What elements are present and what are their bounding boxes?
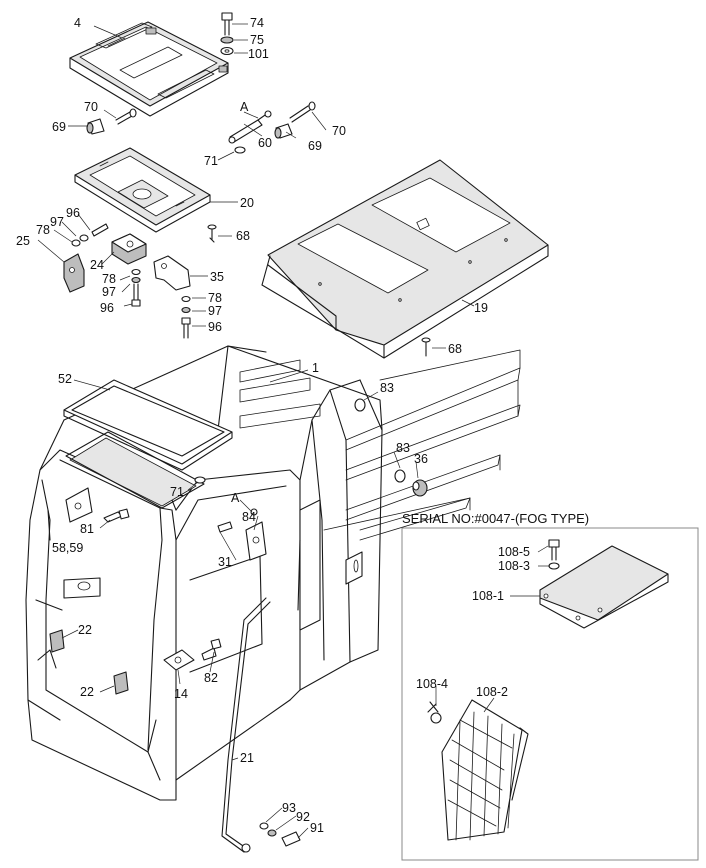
label-24: 24: [90, 258, 104, 272]
label-97-mid: 97: [102, 285, 116, 299]
label-52: 52: [58, 372, 72, 386]
label-60: 60: [258, 136, 272, 150]
label-71-cab: 71: [170, 485, 184, 499]
label-81: 81: [80, 522, 94, 536]
label-22-upper: 22: [78, 623, 92, 637]
handrail-fasteners-group: [259, 822, 301, 847]
door-bumper-part: [354, 398, 428, 497]
bracket-14-part: [163, 638, 222, 671]
label-78-top: 78: [36, 223, 50, 237]
label-96-top: 96: [66, 206, 80, 220]
handrail-part: [221, 597, 271, 853]
lock-plate-part: [63, 253, 85, 293]
mirror-bracket-part: [65, 487, 130, 523]
striker-bracket-part: [153, 255, 191, 291]
label-97-right: 97: [208, 304, 222, 318]
label-91: 91: [310, 821, 324, 835]
label-93: 93: [282, 801, 296, 815]
label-25: 25: [16, 234, 30, 248]
pin-right-part: [274, 101, 316, 139]
rubber-stop-22b-part: [113, 671, 129, 695]
label-92: 92: [296, 810, 310, 824]
label-1: 1: [312, 361, 319, 375]
hatch-frame-part: [74, 147, 211, 233]
label-35: 35: [210, 270, 224, 284]
screw-68b-part: [421, 337, 431, 357]
label-74: 74: [250, 16, 264, 30]
label-82: 82: [204, 671, 218, 685]
fog-bolt-108-5-part: [548, 539, 560, 570]
label-4: 4: [74, 16, 81, 30]
label-84: 84: [242, 510, 256, 524]
roof-hatch-part: [69, 21, 229, 117]
label-20: 20: [240, 196, 254, 210]
door-latch-part: [217, 508, 267, 561]
hatch-bolt-part: [220, 12, 234, 56]
small-bolts-group: [71, 223, 191, 339]
label-108-3: 108-3: [498, 559, 530, 573]
label-69-left: 69: [52, 120, 66, 134]
label-58-59: 58,59: [52, 541, 83, 555]
lock-bracket-part: [111, 233, 147, 265]
fog-guard-grille-part: [427, 699, 529, 841]
nut-71b-part: [194, 476, 206, 484]
serial-note: SERIAL NO:#0047-(FOG TYPE): [402, 511, 589, 526]
label-78-right: 78: [208, 291, 222, 305]
label-96-right: 96: [208, 320, 222, 334]
screw-68a-part: [207, 224, 217, 243]
label-83-top: 83: [380, 381, 394, 395]
label-108-5: 108-5: [498, 545, 530, 559]
gas-spring-part: [228, 110, 272, 154]
label-71-top: 71: [204, 154, 218, 168]
label-A-cab: A: [231, 491, 240, 505]
label-21: 21: [240, 751, 254, 765]
label-68-roof: 68: [448, 342, 462, 356]
fog-cover-plate-part: [539, 545, 669, 629]
label-108-2: 108-2: [476, 685, 508, 699]
label-19: 19: [474, 301, 488, 315]
label-83-bottom: 83: [396, 441, 410, 455]
rubber-stop-22a-part: [37, 629, 65, 669]
cab-body-part: [25, 345, 383, 801]
fog-type-inset-box: [401, 527, 699, 861]
skylight-frame-part: [63, 379, 233, 509]
pin-left-part: [86, 108, 137, 135]
label-96-mid: 96: [100, 301, 114, 315]
label-108-4: 108-4: [416, 677, 448, 691]
label-A-top: A: [240, 100, 249, 114]
label-36: 36: [414, 452, 428, 466]
label-108-1: 108-1: [472, 589, 504, 603]
label-68-top: 68: [236, 229, 250, 243]
label-78-mid: 78: [102, 272, 116, 286]
label-70-right: 70: [332, 124, 346, 138]
label-22-lower: 22: [80, 685, 94, 699]
label-31: 31: [218, 555, 232, 569]
cab-roof-part: [261, 159, 549, 359]
leader-lines: [37, 23, 550, 839]
label-70-left: 70: [84, 100, 98, 114]
label-101: 101: [248, 47, 269, 61]
label-75: 75: [250, 33, 264, 47]
label-69-right: 69: [308, 139, 322, 153]
part-number-labels: 4 74 75 101 A 70 69 70 60 69 71 20 68 96…: [16, 16, 589, 835]
label-97-top: 97: [50, 215, 64, 229]
label-14: 14: [174, 687, 188, 701]
